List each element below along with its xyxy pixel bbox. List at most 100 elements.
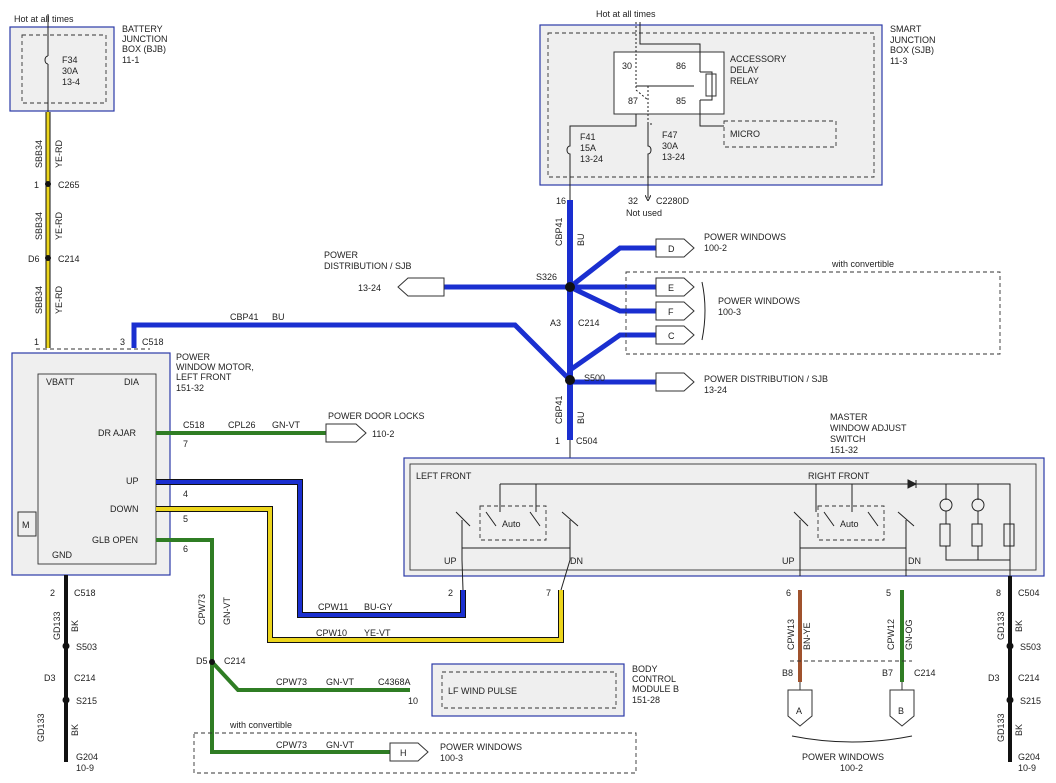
power-dist-left-title-2: DISTRIBUTION / SJB <box>324 261 412 271</box>
vbatt-label: VBATT <box>46 377 75 387</box>
cpw12-color: GN-OG <box>904 620 914 651</box>
relay-title-2: DELAY <box>730 65 759 75</box>
gnd-left-pin: 2 <box>50 588 55 598</box>
cpl26-circuit: CPL26 <box>228 420 256 430</box>
cpw11-pin: 2 <box>448 588 453 598</box>
sjb-inner-outline <box>547 32 875 178</box>
door-locks-title: POWER DOOR LOCKS <box>328 411 425 421</box>
pw-efc-ref: 100-3 <box>718 307 741 317</box>
pw-b-letter: B <box>898 706 904 716</box>
master-switch-box <box>403 457 1045 577</box>
cbp41-top-color: BU <box>576 233 586 246</box>
lf-dn-label: DN <box>570 556 583 566</box>
hot-at-all-times-right: Hot at all times <box>596 9 656 19</box>
master-inner-outline <box>409 463 1037 571</box>
bjb-title-1: BATTERY <box>122 24 163 34</box>
c214-label-left: C214 <box>58 254 80 264</box>
pds-right-arrow <box>655 372 695 392</box>
bcm-pin-10: 10 <box>408 696 418 706</box>
master-ref: 151-32 <box>830 445 858 455</box>
d5-splice <box>209 659 215 665</box>
f47-fuse-symbol <box>648 124 652 198</box>
pw-bottom-label: POWER WINDOWS <box>802 752 884 762</box>
pw-efc-label: POWER WINDOWS <box>718 296 800 306</box>
b7-label: B7 <box>882 668 893 678</box>
f41-ref: 13-24 <box>580 154 603 164</box>
gnd-left-c518: C518 <box>74 588 96 598</box>
gnd-left-circuit-2: GD133 <box>36 713 46 742</box>
rf-switch-contacts <box>793 511 915 576</box>
dia-label: DIA <box>124 377 139 387</box>
c2280d-note: Not used <box>626 208 662 218</box>
body-control-module-box <box>431 663 625 717</box>
gnd-right-circuit: GD133 <box>996 611 1006 640</box>
lf-auto-label: Auto <box>502 519 521 529</box>
s326-label: S326 <box>536 272 557 282</box>
pw-f-arrow <box>655 301 695 321</box>
c4368a-label: C4368A <box>378 677 411 687</box>
s500-splice <box>565 375 575 385</box>
bottom-convertible-note: with convertible <box>229 720 292 730</box>
f34-fuse-symbol <box>44 14 49 112</box>
gnd-right-color: BK <box>1014 620 1024 632</box>
down-pin-5: 5 <box>183 514 188 524</box>
relay-title-3: RELAY <box>730 76 759 86</box>
bcm-inner-outline <box>441 671 617 709</box>
c518-label-drajar: C518 <box>183 420 205 430</box>
d5-label: D5 <box>196 656 208 666</box>
c265-pin: 1 <box>34 180 39 190</box>
a3-label: A3 <box>550 318 561 328</box>
s215-right-splice <box>1006 696 1014 704</box>
master-title-3: SWITCH <box>830 434 866 444</box>
master-bus-wiring <box>499 483 1011 576</box>
pw-bottom-ref: 100-2 <box>840 763 863 773</box>
sbb34-circuit-2: SBB34 <box>34 212 44 240</box>
rf-up-label: UP <box>782 556 795 566</box>
pw-e-arrow <box>655 277 695 297</box>
glb-open-pin-6: 6 <box>183 544 188 554</box>
pw-d-ref: 100-2 <box>704 243 727 253</box>
micro-label: MICRO <box>730 129 760 139</box>
c2280d-pin: 32 <box>628 196 638 206</box>
pw-h-arrow <box>389 742 429 762</box>
hot-at-all-times-left: Hot at all times <box>14 14 74 24</box>
sbb34-color-1: YE-RD <box>54 139 64 168</box>
cbp41-low-circuit: CBP41 <box>554 395 564 424</box>
branch-to-c <box>568 332 656 373</box>
motor-title-3: LEFT FRONT <box>176 372 232 382</box>
f34-ref: 13-4 <box>62 77 80 87</box>
bjb-title-3: BOX (BJB) <box>122 44 166 54</box>
cpw11-wire <box>156 480 465 617</box>
s326-splice <box>565 282 575 292</box>
cpw13-color: BN-YE <box>802 622 812 650</box>
sbb34-circuit-1: SBB34 <box>34 140 44 168</box>
branch-to-d <box>568 245 656 289</box>
pw-b-arrow <box>889 682 915 727</box>
pds-right-ref: 13-24 <box>704 385 727 395</box>
sjb-title-2: JUNCTION <box>890 35 936 45</box>
cpw73-convertible-wire <box>210 662 390 754</box>
s503-left-label: S503 <box>76 642 97 652</box>
cpw12-circuit: CPW12 <box>886 619 896 650</box>
g204-right-ref: 10-9 <box>1018 763 1036 773</box>
master-title-2: WINDOW ADJUST <box>830 423 907 433</box>
g204-left-ref: 10-9 <box>76 763 94 773</box>
c214-mid-label: C214 <box>578 318 600 328</box>
pw-c-arrow <box>655 325 695 345</box>
battery-junction-box <box>9 26 115 112</box>
micro-box <box>723 120 837 148</box>
bjb-ref: 11-1 <box>122 55 139 65</box>
bcm-title-2: CONTROL <box>632 674 676 684</box>
gnd-left-circuit: GD133 <box>52 611 62 640</box>
pw-e-letter: E <box>668 283 674 293</box>
cpw13-pin: 6 <box>786 588 791 598</box>
master-resistor-2-icon <box>971 523 983 547</box>
c2280d-label: C2280D <box>656 196 690 206</box>
pw-c-letter: C <box>668 331 675 341</box>
gnd-left-color: BK <box>70 620 80 632</box>
lf-auto-box <box>479 505 547 541</box>
cpw11-color: BU-GY <box>364 602 393 612</box>
pw-h-color: GN-VT <box>326 740 355 750</box>
cpw13-circuit: CPW13 <box>786 619 796 650</box>
